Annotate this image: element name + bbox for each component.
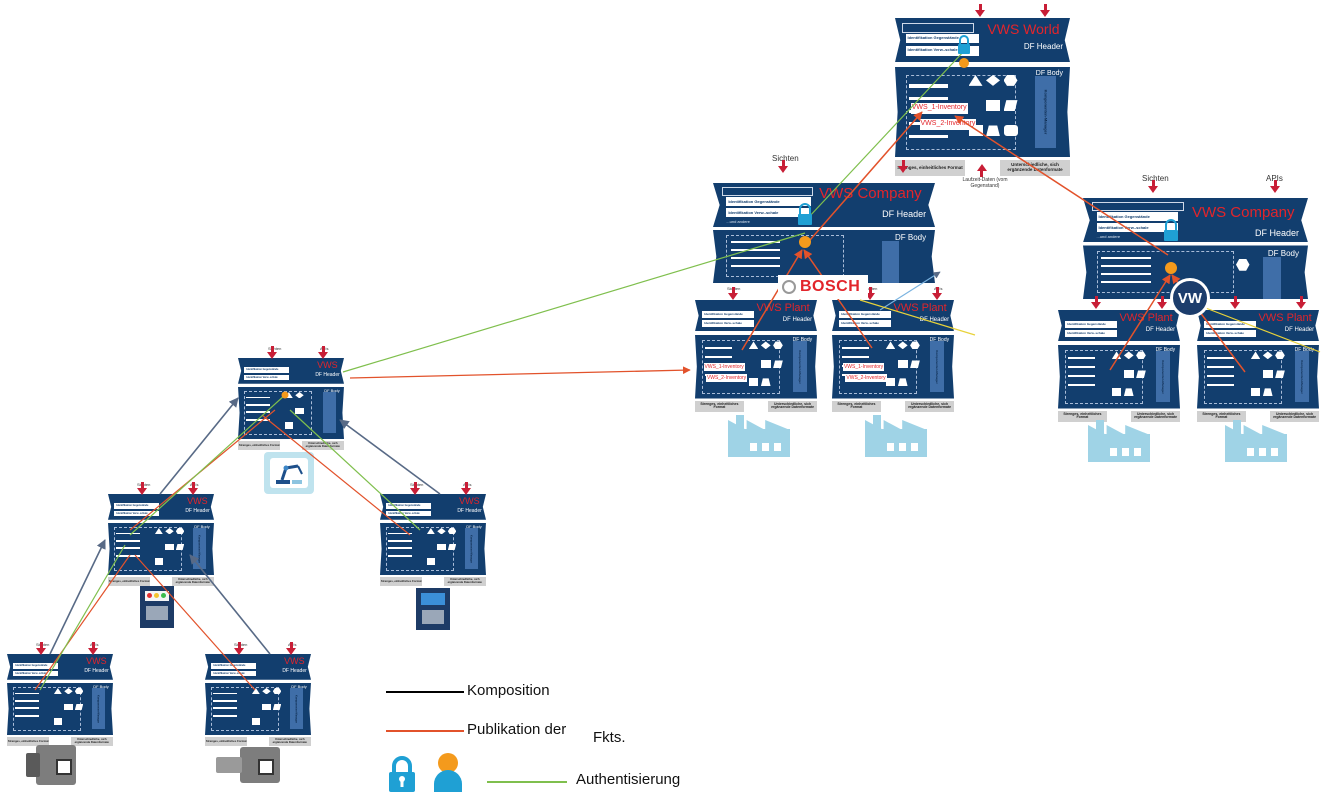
inventory-label: VWS_2-Inventory [919,119,977,130]
legend-authentisierung-label: Authentisierung [576,771,681,788]
card-vws-plant-2: Identifikation Gegenstände Identifikatio… [832,300,954,412]
vw-logo: VW [1170,278,1210,318]
factory-icon [1088,420,1150,462]
sichten-arrow [1148,180,1158,193]
inventory-label: VWS_2-Inventory [845,373,887,382]
card-title: VWS Company [819,185,922,202]
inventory-label: VWS_2-Inventory [705,373,748,382]
card-vws-plant-4: Identifikation Gegenstände Identifikatio… [1197,310,1319,422]
robot-arm-icon [264,452,314,494]
bosch-logo: BOSCH [778,275,868,299]
legend-publikation-sub: Fkts. [593,729,626,746]
factory-icon [865,415,927,457]
sichten-arrow [975,4,985,17]
apis-arrow [898,160,908,173]
card-vws-mid-right: Identifikation Gegenstände Identifikatio… [380,494,486,586]
publikation-edge [349,366,691,379]
card-vws-mid-left: Identifikation Gegenstände Identifikatio… [108,494,214,586]
factory-icon [728,415,790,457]
apis-arrow [1270,180,1280,193]
card-title: VWS [459,495,480,506]
card-vws-bottom-mid: Identifikation Gegenstände Identifikatio… [205,654,311,746]
card-vws-robot: Identifikation Gegenstände Identifikatio… [238,358,344,450]
camera-device-icon [26,745,76,785]
hmi-controller-icon [416,588,450,630]
card-title: VWS Company [1191,204,1295,222]
komposition-edge [49,539,106,655]
card-title: VWS World [987,21,1060,38]
card-title: VWS Plant [1258,312,1312,325]
laufzeit-arrow [977,164,987,171]
apis-label: APIs [1266,174,1283,183]
card-vws-company-bosch: Identifikation Gegenstände Identifikatio… [713,183,935,283]
inventory-label: VWS_1-Inventory [910,103,968,114]
apis-arrow [1040,4,1050,17]
lock-icon [386,756,418,797]
card-title: VWS [86,655,107,666]
inventory-label: VWS_1-Inventory [703,362,745,371]
card-title: VWS Plant [756,302,810,315]
legend-komposition-label: Komposition [467,682,550,699]
person-icon [432,752,464,797]
laufzeit-label: Laufzeit-Daten (vom Gegenstand) [962,177,1008,189]
card-title: VWS [187,495,208,506]
komposition-edge [159,397,239,495]
sichten-label: Sichten [772,154,799,163]
card-title: VWS [284,655,305,666]
inventory-label: VWS_1-Inventory [842,362,885,371]
plc-controller-icon [140,586,174,628]
legend-publikation-line [386,730,464,732]
card-title: VWS [317,359,338,370]
card-title: VWS Plant [1119,312,1173,325]
legend-komposition-line [386,691,464,693]
sichten-label: Sichten [1142,174,1169,183]
factory-icon [1225,420,1287,462]
legend-authentisierung-line [487,781,567,783]
sichten-arrow [778,160,788,173]
card-vws-plant-1: Identifikation Gegenstände Identifikatio… [695,300,817,412]
card-vws-bottom-left: Identifikation Gegenstände Identifikatio… [7,654,113,746]
card-vws-plant-3: Identifikation Gegenstände Identifikatio… [1058,310,1180,422]
card-vws-world: Identifikation Gegenstände Identifikatio… [895,18,1070,176]
komposition-edge [339,419,441,495]
legend-publikation-label: Publikation der [467,721,567,738]
card-title: VWS Plant [893,302,947,315]
camera-device-icon [216,747,280,783]
